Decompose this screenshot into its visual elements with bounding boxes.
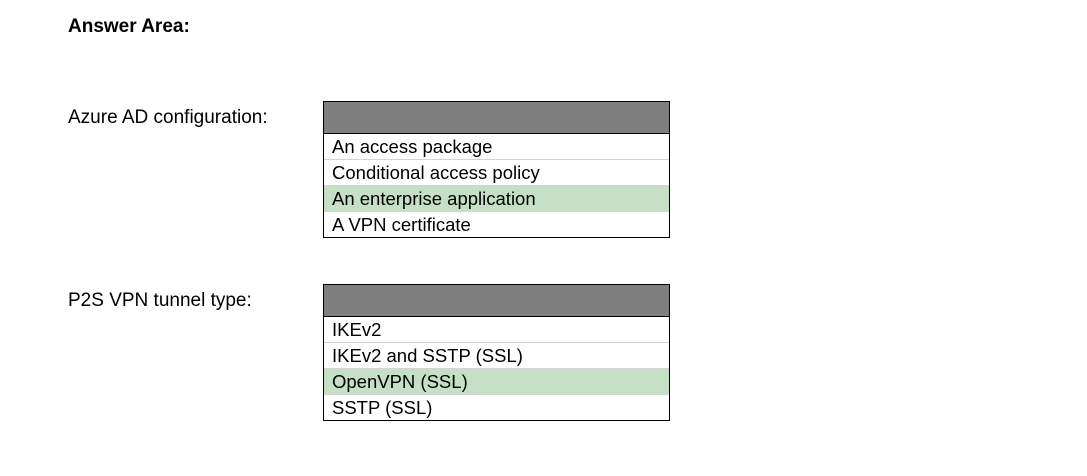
dropdown-option-selected[interactable]: An enterprise application <box>324 185 669 211</box>
dropdown-option[interactable]: Conditional access policy <box>324 159 669 185</box>
dropdown-option[interactable]: An access package <box>332 136 493 157</box>
dropdown-header-bar[interactable] <box>324 102 669 134</box>
question-label-azure-ad: Azure AD configuration: <box>68 107 268 128</box>
dropdown-option-selected[interactable]: OpenVPN (SSL) <box>324 368 669 394</box>
answer-area-heading: Answer Area: <box>68 16 190 37</box>
dropdown-option-list: An access package Conditional access pol… <box>324 134 669 237</box>
dropdown-option-list: IKEv2 IKEv2 and SSTP (SSL) OpenVPN (SSL)… <box>324 317 669 420</box>
dropdown-p2s-vpn-tunnel-type[interactable]: IKEv2 IKEv2 and SSTP (SSL) OpenVPN (SSL)… <box>323 284 670 421</box>
dropdown-option[interactable]: SSTP (SSL) <box>324 394 669 420</box>
dropdown-option[interactable]: IKEv2 <box>332 319 382 340</box>
dropdown-header-bar[interactable] <box>324 285 669 317</box>
dropdown-option[interactable]: A VPN certificate <box>324 211 669 237</box>
question-label-p2s-vpn: P2S VPN tunnel type: <box>68 290 252 311</box>
dropdown-azure-ad-configuration[interactable]: An access package Conditional access pol… <box>323 101 670 238</box>
dropdown-option[interactable]: IKEv2 and SSTP (SSL) <box>324 342 669 368</box>
